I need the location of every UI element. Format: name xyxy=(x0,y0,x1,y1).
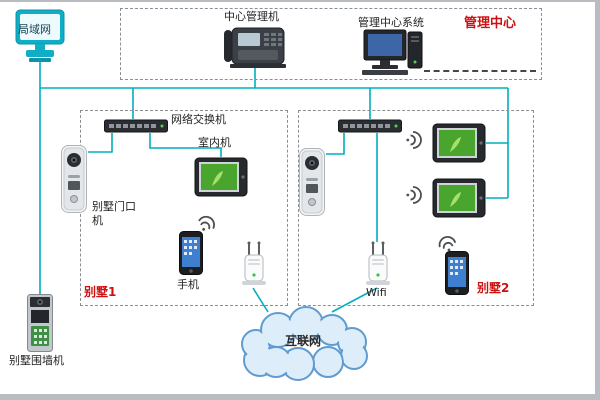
network-switch-icon xyxy=(338,119,402,133)
wifi-waves-icon xyxy=(406,186,422,204)
desktop-pc-icon xyxy=(362,29,423,75)
central-manager-label: 中心管理机 xyxy=(224,10,279,23)
wifi-waves-icon xyxy=(438,236,457,252)
management-dashed-link xyxy=(424,70,536,72)
wifi-waves-icon xyxy=(198,215,215,231)
door-station-icon xyxy=(299,148,325,216)
lan-label: 局域网 xyxy=(18,23,51,36)
villa2-title: 别墅2 xyxy=(477,281,510,295)
desk-phone-icon xyxy=(224,27,286,68)
wireless-ap-icon xyxy=(242,241,266,285)
smartphone-icon xyxy=(179,231,203,275)
indoor-monitor-icon xyxy=(432,123,486,163)
management-center-zone xyxy=(120,8,542,80)
internet-label: 互联网 xyxy=(284,334,321,348)
smartphone-icon xyxy=(445,251,469,295)
door-station-icon xyxy=(61,145,87,213)
internet-cloud xyxy=(241,306,368,381)
perimeter-station-icon xyxy=(27,294,53,352)
mobile-label: 手机 xyxy=(177,278,199,291)
wifi-label: Wifi xyxy=(366,286,387,299)
lan-computer-icon xyxy=(15,9,65,62)
indoor-monitor-icon xyxy=(432,178,486,218)
switch-label: 网络交换机 xyxy=(171,113,226,126)
management-center-title: 管理中心 xyxy=(464,16,517,31)
indoor-unit-label: 室内机 xyxy=(198,136,231,149)
villa1-title: 别墅1 xyxy=(84,285,117,299)
network-switch-icon xyxy=(104,119,168,133)
indoor-monitor-icon xyxy=(194,157,248,197)
perimeter-label: 别墅围墙机 xyxy=(9,354,64,367)
villa2-zone xyxy=(298,110,534,306)
wifi-waves-icon xyxy=(406,131,422,149)
wireless-ap-icon xyxy=(366,241,390,285)
system-label: 管理中心系统 xyxy=(358,16,424,29)
door-station-label: 别墅门口机 xyxy=(92,200,136,227)
